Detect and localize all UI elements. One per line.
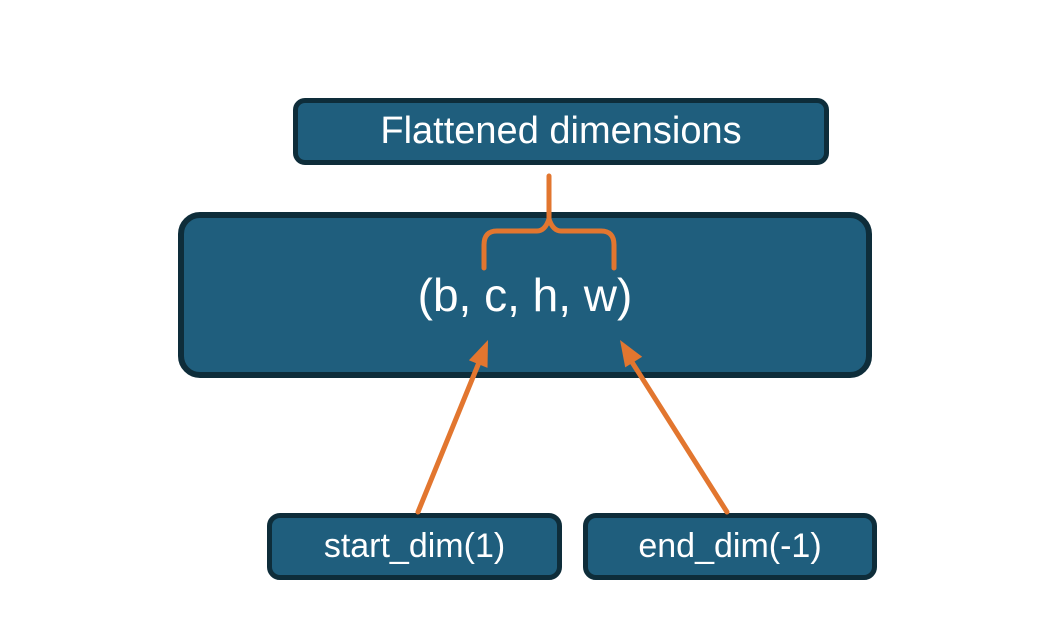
node-start-dim-label: start_dim(1) — [323, 527, 506, 565]
node-end-dim: end_dim(-1) — [583, 513, 877, 580]
node-start-dim: start_dim(1) — [267, 513, 562, 580]
node-flattened-dimensions: Flattened dimensions — [293, 98, 829, 165]
start-dim-arrow-line — [415, 357, 483, 515]
end-dim-arrow-line — [627, 356, 730, 515]
node-flattened-dimensions-label: Flattened dimensions — [380, 110, 742, 152]
node-tensor-shape-label: (b, c, h, w) — [417, 269, 633, 321]
node-end-dim-label: end_dim(-1) — [638, 527, 822, 565]
node-tensor-shape: (b, c, h, w) — [178, 212, 872, 378]
